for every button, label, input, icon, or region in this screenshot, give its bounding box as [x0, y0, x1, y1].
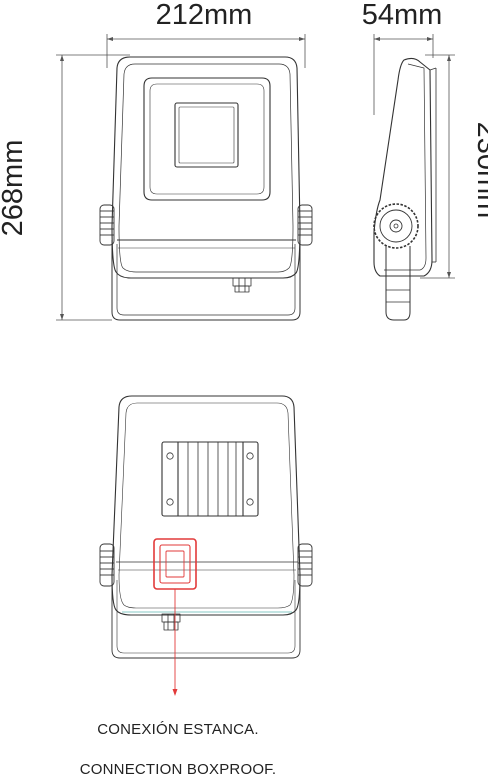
front-left-knob: [99, 204, 115, 246]
dimension-front-width: [106, 34, 306, 68]
dimension-side-height: [420, 54, 455, 279]
side-knob: [373, 203, 419, 249]
rear-right-knob: [297, 543, 313, 587]
floodlight-side-view: [373, 57, 437, 321]
floodlight-front-view: [99, 56, 313, 321]
dimension-front-height: [56, 54, 130, 321]
connection-box-highlight: [153, 538, 197, 590]
dimension-front-height-label: 268mm: [0, 140, 29, 237]
front-cable-gland: [232, 277, 252, 293]
dimension-front-width-label: 212mm: [156, 0, 253, 31]
caption-english: CONNECTION BOXPROOF.: [79, 761, 277, 778]
dimension-side-depth-label: 54mm: [362, 0, 443, 31]
connection-pointer-arrow: [172, 589, 178, 696]
dimension-side-depth: [373, 34, 434, 115]
caption-spanish: CONEXIÓN ESTANCA.: [97, 721, 259, 738]
front-right-knob: [297, 204, 313, 246]
rear-cable-gland: [161, 613, 181, 631]
rear-left-knob: [99, 543, 115, 587]
rear-heatsink: [161, 441, 259, 517]
floodlight-rear-view: [99, 395, 313, 659]
dimension-side-height-label: 230mm: [471, 122, 488, 219]
